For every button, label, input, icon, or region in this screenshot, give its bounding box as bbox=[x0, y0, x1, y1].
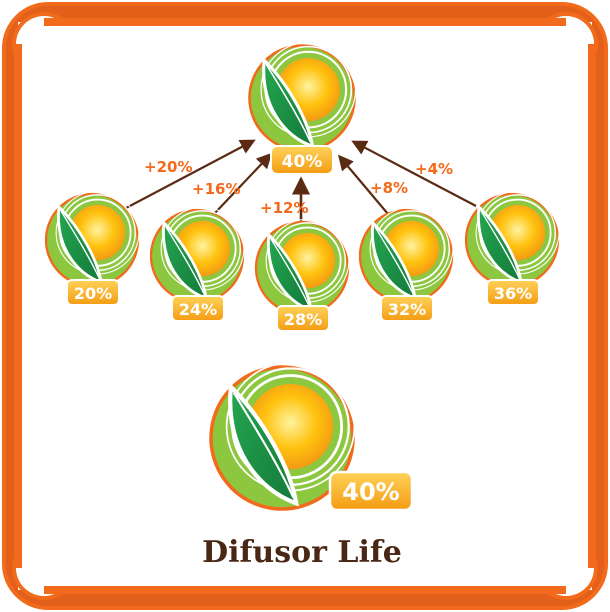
source-node: 36% bbox=[464, 189, 561, 306]
product-logo: 40% bbox=[211, 363, 414, 512]
percent-badge bbox=[276, 305, 330, 332]
percent-badge bbox=[328, 470, 414, 512]
product-percent-label: 40% bbox=[342, 478, 399, 506]
source-node: 28% bbox=[254, 217, 351, 332]
percent-badge bbox=[66, 279, 120, 306]
arrow-20 bbox=[125, 139, 256, 209]
source-node: 32% bbox=[358, 205, 455, 322]
increment-labels: +20% +16% +12% +8% +4% bbox=[144, 158, 453, 217]
increment-label: +16% bbox=[192, 180, 240, 198]
arrow-32 bbox=[338, 154, 389, 215]
source-node-label: 36% bbox=[494, 284, 532, 303]
product-name: Difusor Life bbox=[202, 535, 402, 570]
source-node-label: 32% bbox=[388, 300, 426, 319]
source-node-label: 28% bbox=[284, 310, 322, 329]
arrow-24 bbox=[213, 152, 273, 215]
arrow-36 bbox=[351, 140, 477, 207]
percent-badge bbox=[270, 145, 334, 175]
increment-label: +12% bbox=[260, 199, 308, 217]
top-node: 40% bbox=[247, 40, 358, 175]
source-node-label: 20% bbox=[74, 284, 112, 303]
increment-label: +20% bbox=[144, 158, 192, 176]
increment-label: +4% bbox=[415, 160, 453, 178]
increment-label: +8% bbox=[370, 179, 408, 197]
source-node-label: 24% bbox=[179, 300, 217, 319]
arrows-group bbox=[125, 139, 477, 222]
top-node-label: 40% bbox=[282, 152, 323, 172]
percent-badge bbox=[380, 295, 434, 322]
percent-badge bbox=[171, 295, 225, 322]
source-node: 24% bbox=[149, 205, 246, 322]
percent-badge bbox=[486, 279, 540, 306]
source-node: 20% bbox=[44, 189, 141, 306]
